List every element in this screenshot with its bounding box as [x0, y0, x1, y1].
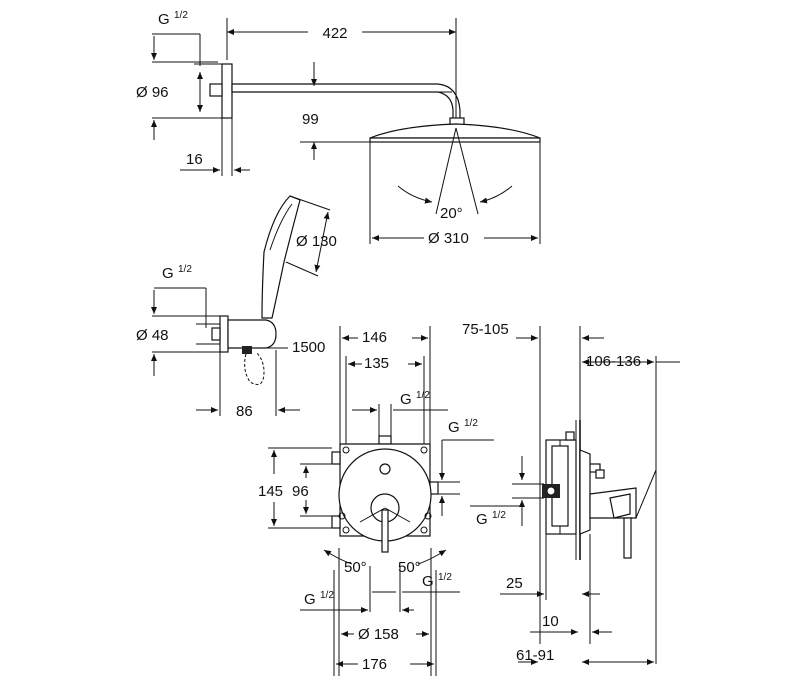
dim-outlet-diameter: Ø 48	[136, 327, 169, 344]
mixer-front-view: 146 135 G 1/2 G 1/2 145 96	[258, 326, 494, 676]
dim-side-offset: 25	[506, 575, 523, 592]
dim-box-right-thread-frac: 1/2	[464, 418, 478, 429]
dim-spray-angle: 20°	[440, 205, 463, 222]
dim-side-thread-frac: 1/2	[492, 510, 506, 521]
dim-plate-diameter: Ø 158	[358, 626, 399, 643]
side-plate	[579, 449, 591, 535]
dim-outlet-thread-frac: 1/2	[178, 264, 192, 275]
dim-outlet-thread: G	[162, 265, 174, 282]
head-shower-plate	[369, 137, 541, 143]
hand-shower-view: Ø 130 G 1/2 Ø 48 1500 86	[136, 195, 337, 420]
dim-hand-shower-diameter: Ø 130	[296, 233, 337, 250]
mixer-side-view: 75-105 106-136 G 1/2 25 10 61-91	[462, 321, 680, 665]
dim-head-thread: G	[158, 11, 170, 28]
hose-connector	[242, 346, 252, 354]
dim-arm-length: 422	[322, 25, 347, 42]
dim-bottom-right-thread-frac: 1/2	[438, 572, 452, 583]
side-lever	[623, 517, 632, 559]
dim-plate-thickness: 10	[542, 613, 559, 630]
dim-box-inner-height: 96	[292, 483, 309, 500]
dim-right-angle: 50°	[398, 559, 421, 576]
dim-box-top-thread-frac: 1/2	[416, 390, 430, 401]
dim-install-depth: 75-105	[462, 321, 509, 338]
dim-hose-length: 1500	[292, 339, 325, 356]
dim-plate-width: 176	[362, 656, 387, 673]
dim-head-thread-frac: 1/2	[174, 10, 188, 21]
dim-bottom-right-thread: G	[422, 573, 434, 590]
top-inlet	[378, 435, 392, 445]
wall-flange	[221, 63, 233, 119]
dim-arm-drop: 99	[302, 111, 319, 128]
dim-box-inner-width: 135	[364, 355, 389, 372]
dim-left-angle: 50°	[344, 559, 367, 576]
diverter-knob	[379, 463, 391, 475]
hand-shower-head	[261, 195, 301, 319]
wall-outlet-holder	[227, 319, 277, 349]
dim-bottom-left-thread-frac: 1/2	[320, 590, 334, 601]
dim-bottom-left-thread: G	[304, 591, 316, 608]
dim-head-diameter: Ø 310	[428, 230, 469, 247]
dim-box-right-thread: G	[448, 419, 460, 436]
dim-box-width: 146	[362, 329, 387, 346]
lever-handle	[381, 509, 389, 553]
dim-flange-diameter: Ø 96	[136, 84, 169, 101]
head-shower-view: 422 G 1/2 Ø 96 99 16 20°	[136, 10, 541, 247]
hose	[244, 351, 265, 385]
dim-box-height: 145	[258, 483, 283, 500]
dim-wall-range: 61-91	[516, 647, 554, 664]
flange-stub	[209, 83, 223, 97]
dim-flange-depth: 16	[186, 151, 203, 168]
shower-arm	[231, 83, 461, 121]
dim-side-thread: G	[476, 511, 488, 528]
dim-outlet-projection: 86	[236, 403, 253, 420]
dim-box-top-thread: G	[400, 391, 412, 408]
outlet-flange	[219, 315, 229, 353]
dim-lever-projection: 106-136	[586, 353, 641, 370]
